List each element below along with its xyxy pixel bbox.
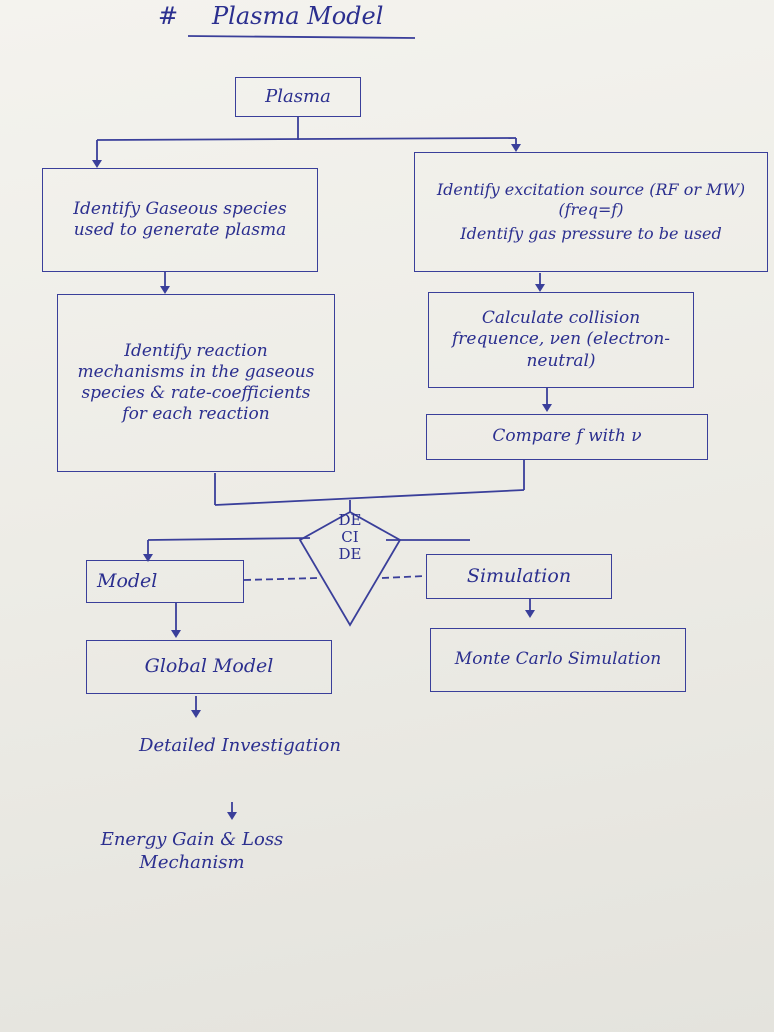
reaction-mechanisms-box: Identify reaction mechanisms in the gase… [57,294,335,472]
arrowheads [92,144,552,820]
plasma-label: Plasma [265,85,331,107]
monte-carlo-box: Monte Carlo Simulation [430,628,686,692]
compare-label: Compare f with ν [492,426,642,447]
model-box: Model [86,560,244,603]
excitation-source-label: Identify excitation source (RF or MW) (f… [436,180,746,219]
title-text: Plasma Model [212,2,384,30]
energy-gain-loss-step: Energy Gain & Loss Mechanism [100,829,284,874]
detailed-investigation-step: Detailed Investigation [139,735,341,756]
collision-frequency-box: Calculate collision frequence, νen (elec… [428,292,694,388]
title-underline [187,35,416,39]
simulation-label: Simulation [466,564,572,587]
reaction-mechanisms-label: Identify reaction mechanisms in the gase… [77,340,315,425]
decide-simulation-link [381,575,426,579]
gaseous-species-label: Identify Gaseous species used to generat… [73,198,287,240]
decide-label: DECIDE [338,511,362,563]
global-model-box: Global Model [86,640,332,694]
model-label: Model [97,569,158,592]
monte-carlo-label: Monte Carlo Simulation [454,649,662,670]
compare-box: Compare f with ν [426,414,708,460]
excitation-source-box: Identify excitation source (RF or MW) (f… [414,152,768,272]
simulation-box: Simulation [426,554,612,599]
gas-pressure-label: Identify gas pressure to be used [460,224,722,243]
global-model-label: Global Model [144,655,274,678]
decide-diamond [298,510,402,627]
gaseous-species-box: Identify Gaseous species used to generat… [42,168,318,272]
plasma-box: Plasma [235,77,361,117]
title-hash: # [158,2,179,30]
page-title: # Plasma Model [150,2,440,36]
model-decide-link [243,577,319,581]
collision-frequency-label: Calculate collision frequence, νen (elec… [451,308,671,371]
